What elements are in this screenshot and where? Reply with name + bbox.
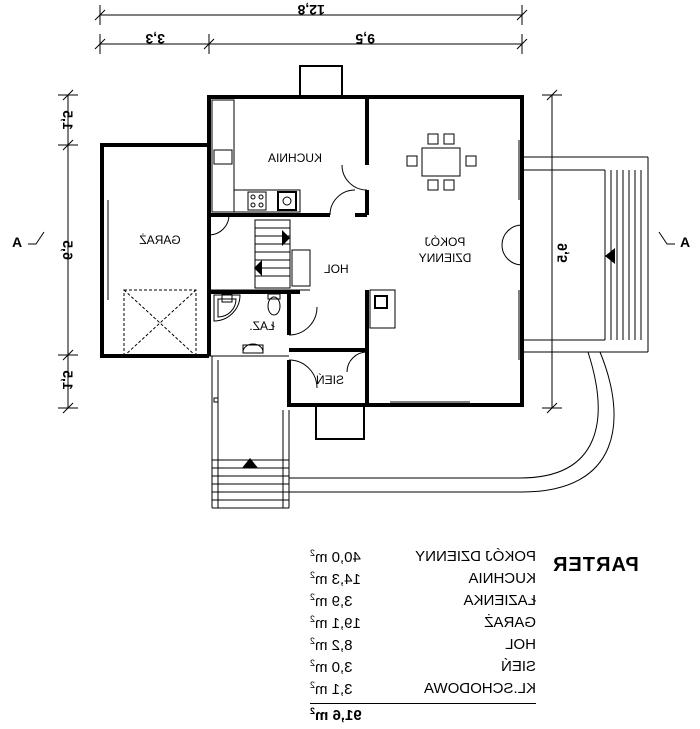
svg-text:A: A [12,234,22,250]
area-unit: m [315,549,328,566]
schedule-row: HOL 8,2 m2 [310,636,536,654]
dim-left-middle: 6,5 [60,240,76,260]
hall-label: HOL [324,262,349,276]
staircase: HOL [208,214,349,289]
terrace [289,156,649,493]
room-area: 40,0 [331,549,361,566]
total-divider [310,703,536,704]
kitchen-counter-bottom [233,189,301,213]
right-dimensions: 9,5 [542,89,570,414]
room-area: 3,9 [331,593,353,610]
interior-walls [209,97,369,405]
dim-right-height: 9,5 [554,243,570,263]
sheet-title: PARTER [552,554,639,576]
room-area: 3,0 [331,659,353,676]
dim-overall-width: 12,8 [297,2,324,18]
vestibule: SIEŃ [288,351,368,389]
schedule-row: KL.SCHODOWA 3,1 m2 [310,680,536,698]
room-area: 19,1 [331,615,361,632]
total-area-unit: m [315,707,329,724]
shower [213,294,241,322]
schedule-row: KUCHNIA 14,3 m2 [310,570,536,588]
chimney [299,65,343,98]
room-name: HOL [505,636,536,653]
dining-table [421,147,461,177]
kitchen-counter-left [211,99,235,213]
bathroom-label: ŁAZ. [249,319,274,333]
section-marker-left: A [12,231,45,250]
section-marker-right: A [658,231,690,250]
garage: GARAŻ [100,143,209,358]
schedule-row: POKÓJ DZIENNY 40,0 m2 [310,548,536,566]
fireplace [369,289,396,329]
garage-label: GARAŻ [139,233,180,247]
sink [213,149,233,165]
svg-text:A: A [680,234,690,250]
room-name: POKÓJ DZIENNY [415,548,536,565]
stove [247,191,267,211]
dim-left-top: 1,5 [60,110,76,130]
room-name: SIEŃ [500,658,536,675]
total-area-value: 91,6 [332,707,362,724]
schedule-row: SIEŃ 3,0 m2 [310,658,536,676]
toilet [267,296,281,316]
dim-left-width: 3,3 [145,31,165,47]
area-unit: m [315,681,328,698]
kitchen-label: KUCHNIA [268,151,322,165]
room-area: 14,3 [331,571,361,588]
room-area: 8,2 [331,637,353,654]
area-unit: m [315,571,328,588]
room-name: KUCHNIA [468,570,536,587]
room-name: ŁAZIENKA [463,592,536,609]
entrance-steps [211,356,290,509]
bay-window [315,404,365,440]
dim-right-width: 9,5 [355,31,375,47]
washbasin [242,343,264,353]
vestibule-label: SIEŃ [316,372,344,387]
area-unit: m [315,659,328,676]
total-area: 91,6 m2 [310,706,362,724]
top-dimensions: 12,8 3,3 9,5 [94,2,528,54]
room-area: 3,1 [331,681,353,698]
outer-walls [207,65,524,440]
schedule-row: ŁAZIENKA 3,9 m2 [310,592,536,610]
oven [277,191,297,211]
dim-left-bottom: 1,5 [60,370,76,390]
schedule-row: GARAŻ 19,1 m2 [310,614,536,632]
bathroom: ŁAZ. [213,293,318,354]
living-label-line1: POKÓJ [425,234,466,249]
room-name: GARAŻ [484,614,536,631]
area-unit: m [315,593,328,610]
living-room: POKÓJ DZIENNY [369,133,523,403]
kitchen: KUCHNIA [211,99,368,216]
living-label-line2: DZIENNY [419,251,472,265]
area-unit: m [315,637,328,654]
area-unit: m [315,615,328,632]
car-outline [123,289,197,357]
room-name: KL.SCHODOWA [424,680,536,697]
left-dimensions: 1,5 6,5 1,5 [58,89,78,414]
